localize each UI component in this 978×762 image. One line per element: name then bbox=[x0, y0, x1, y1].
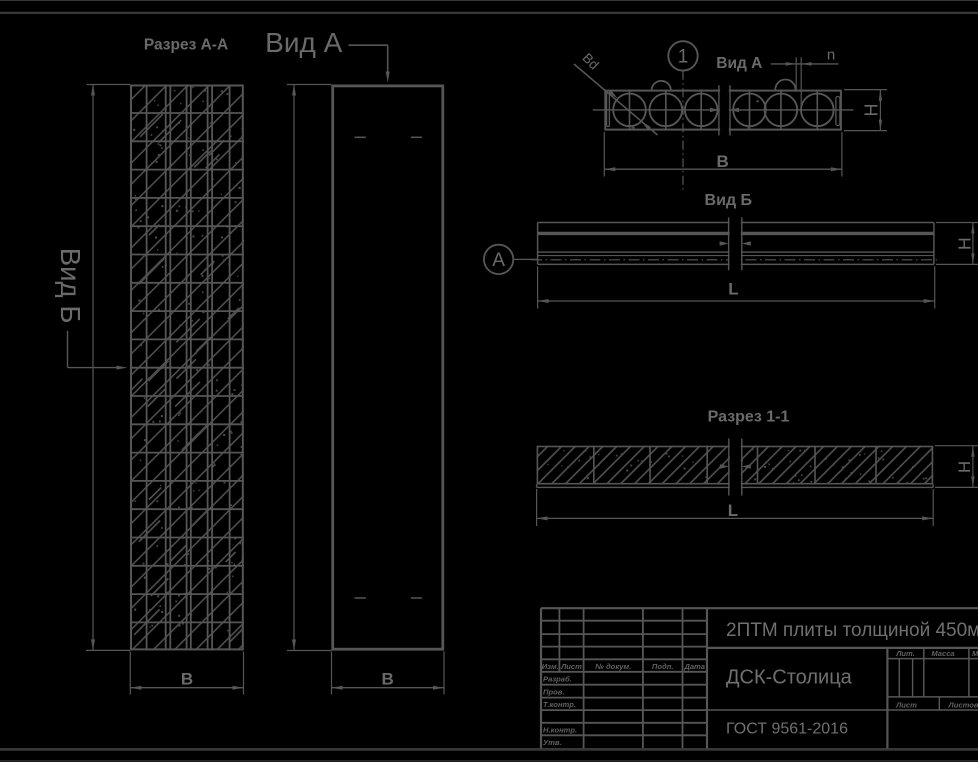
svg-text:Разраб.: Разраб. bbox=[543, 675, 572, 684]
svg-text:№ докум.: № докум. bbox=[595, 662, 631, 671]
svg-text:Дата: Дата bbox=[683, 662, 705, 671]
svg-text:1: 1 bbox=[678, 46, 689, 67]
svg-text:Разрез 1-1: Разрез 1-1 bbox=[708, 409, 790, 426]
svg-text:Лит.: Лит. bbox=[895, 649, 915, 658]
svg-text:Утв.: Утв. bbox=[543, 738, 562, 747]
svg-text:n: n bbox=[827, 47, 835, 64]
svg-text:Изм.: Изм. bbox=[542, 662, 559, 671]
svg-text:H: H bbox=[955, 461, 974, 473]
svg-text:Разрез А-А: Разрез А-А bbox=[144, 36, 228, 53]
svg-text:Лист: Лист bbox=[560, 662, 582, 671]
svg-text:ДСК-Столица: ДСК-Столица bbox=[726, 666, 853, 688]
svg-text:L: L bbox=[728, 501, 738, 520]
svg-text:В: В bbox=[181, 670, 193, 689]
svg-text:2ПТМ плиты толщиной 450мм: 2ПТМ плиты толщиной 450мм bbox=[726, 620, 978, 641]
svg-text:В: В bbox=[716, 152, 728, 171]
svg-text:ГОСТ 9561-2016: ГОСТ 9561-2016 bbox=[726, 721, 848, 738]
svg-text:L: L bbox=[728, 280, 738, 299]
svg-text:В: В bbox=[382, 670, 394, 689]
svg-text:А: А bbox=[492, 250, 505, 271]
svg-text:Н.контр.: Н.контр. bbox=[543, 725, 577, 734]
svg-text:Вид Б: Вид Б bbox=[55, 248, 86, 324]
svg-text:Масса: Масса bbox=[931, 649, 954, 658]
svg-text:Вид А: Вид А bbox=[265, 27, 342, 58]
svg-text:Пров.: Пров. bbox=[543, 687, 564, 696]
svg-text:Т.контр.: Т.контр. bbox=[543, 700, 576, 709]
svg-text:H: H bbox=[862, 104, 882, 117]
svg-text:Листов: Листов bbox=[948, 700, 978, 709]
svg-text:H: H bbox=[954, 237, 974, 250]
svg-text:Подп.: Подп. bbox=[652, 662, 674, 671]
svg-text:Вид Б: Вид Б bbox=[705, 192, 753, 209]
svg-text:Масштаб: Масштаб bbox=[972, 649, 978, 658]
svg-text:Лист: Лист bbox=[895, 700, 917, 709]
svg-text:Вид А: Вид А bbox=[716, 55, 762, 72]
